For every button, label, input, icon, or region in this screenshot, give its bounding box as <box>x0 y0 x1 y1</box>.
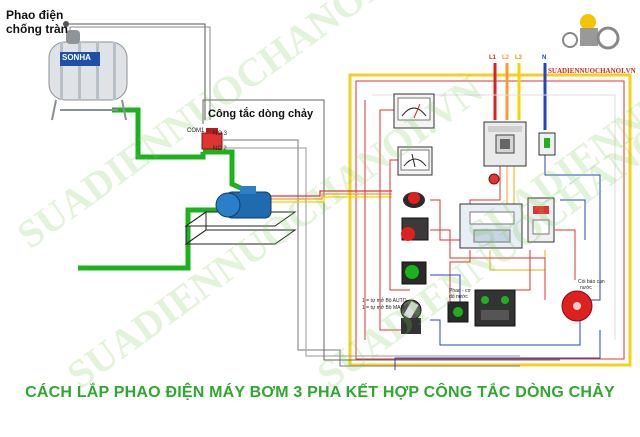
breaker-icon <box>483 121 527 167</box>
com1-label: COM1 <box>187 128 205 134</box>
motor-cable <box>268 190 392 203</box>
selector-switch-icon <box>400 299 422 334</box>
ammeter-icon <box>393 93 435 129</box>
diagram-title: CÁCH LẮP PHAO ĐIỆN MÁY BƠM 3 PHA KẾT HỢP… <box>25 384 615 401</box>
flow-switch-wires <box>202 99 560 367</box>
pump-icon <box>184 186 297 245</box>
water-pipe <box>78 107 247 271</box>
pilot-lamp-icon <box>403 192 425 208</box>
switch-note-1: 1 = tự mở Bộ AUTO <box>362 298 407 304</box>
alarm-bell-icon <box>561 290 593 322</box>
float-switch-label-line1: Phao điện <box>6 8 64 22</box>
contactor-icon <box>459 203 523 249</box>
phase-label-n: N <box>542 55 547 61</box>
relay-icon <box>447 289 516 327</box>
worker-logo-icon <box>562 14 620 50</box>
phase-label-l3: L3 <box>515 55 523 61</box>
water-tank-icon <box>48 30 128 121</box>
selector-label-line1: Phao - cơ <box>449 288 471 294</box>
float-switch-icon <box>63 21 69 27</box>
no3-label: NO 3 <box>213 131 228 137</box>
selector-label-line2: dò nước <box>449 294 468 300</box>
flow-switch-icon <box>201 128 223 150</box>
brand-url: SUADIENNUOCHANOI.VN <box>548 67 636 75</box>
control-panel-inner-wire <box>355 80 625 360</box>
flow-switch-label: Công tắc dòng chảy <box>208 108 314 120</box>
voltmeter-icon <box>397 146 433 176</box>
push-button-icon <box>401 217 429 285</box>
phase-label-l1: L1 <box>489 55 497 61</box>
phase-label-l2: L2 <box>502 55 510 61</box>
overload-relay-icon <box>527 197 555 243</box>
aux-breaker-icon <box>538 132 556 156</box>
bell-label-line2: nước <box>580 285 592 291</box>
float-switch-label-line2: chống tràn <box>6 22 68 36</box>
bell-label-line1: Còi báo cạn <box>578 279 605 285</box>
tank-brand: SONHA <box>62 53 91 62</box>
switch-note-2: 1 = tự mở Bộ MAN <box>362 305 405 311</box>
fuse-icon <box>488 173 500 185</box>
nc2-label: NC 2 <box>213 146 227 152</box>
